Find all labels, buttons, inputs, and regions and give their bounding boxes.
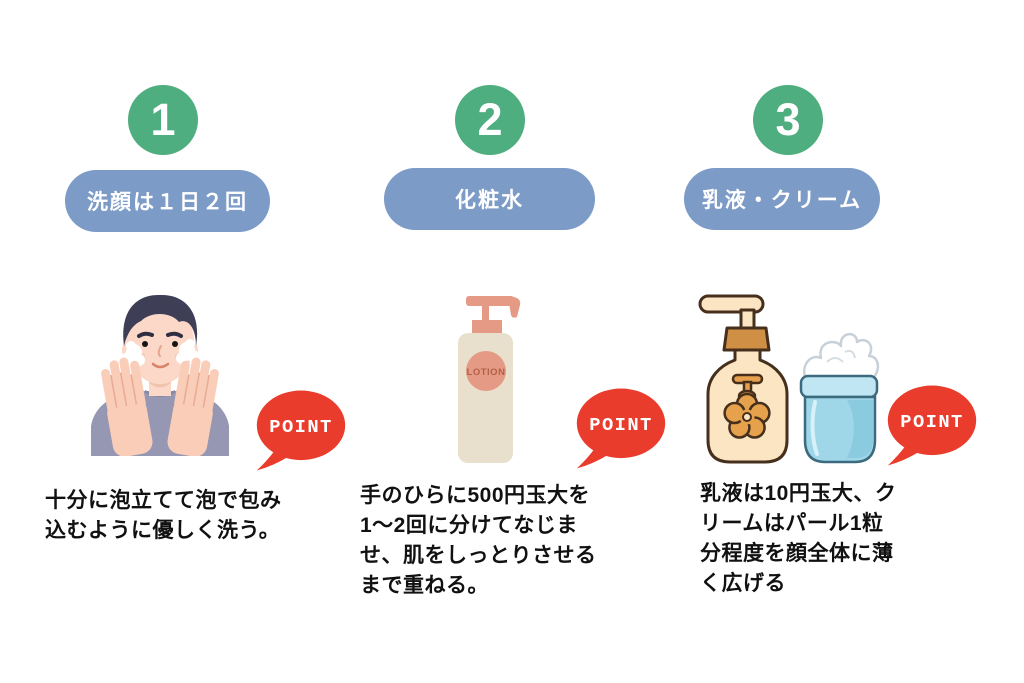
eye-left [142, 341, 148, 347]
mouth [151, 362, 170, 369]
step-1-description: 十分に泡立てて泡で包み 込むように優しく洗う。 [45, 489, 282, 542]
cream-swirl-lines [826, 349, 856, 363]
step-2-label-pill: 化粧水 [384, 168, 595, 230]
point-bubble-tail [256, 450, 289, 471]
point-bubble [256, 390, 346, 461]
point-bubble-tail [576, 448, 609, 469]
pump-handle [698, 294, 765, 314]
eyebrow-right [166, 331, 183, 338]
point-label: POINT [269, 416, 332, 438]
hair [123, 294, 198, 346]
step-3-label-pill: 乳液・クリーム [684, 168, 880, 230]
pump-bottle-and-cream-jar-illustration [698, 294, 880, 464]
pump-neck [739, 308, 756, 330]
step-1-number-badge: 1 [128, 85, 198, 155]
bottle-label-circle [466, 351, 506, 391]
point-bubble [887, 385, 977, 456]
pump-spout [508, 296, 521, 318]
point-label: POINT [900, 411, 963, 433]
whipped-cream [802, 333, 880, 380]
pump-stem [482, 304, 489, 321]
hand-left [101, 357, 153, 456]
step-3-number-badge: 3 [753, 85, 823, 155]
flower-logo [723, 373, 771, 439]
pump-collar [722, 326, 771, 352]
point-badge-3: POINT [887, 385, 977, 466]
jar-shading [847, 400, 873, 458]
foam-left-cheek [122, 341, 145, 366]
lotion-bottle-illustration: LOTION [458, 296, 521, 463]
step-1-label-pill: 洗顔は１日２回 [65, 170, 270, 232]
eyebrow-left [137, 331, 154, 338]
point-bubble [576, 388, 666, 459]
point-bubble-tail [887, 445, 920, 466]
cream-jar [799, 333, 880, 464]
jar-highlight [810, 400, 819, 456]
step-2-description: 手のひらに500円玉大を 1〜2回に分けてなじま せ、肌をしっとりさせる まで重… [360, 484, 597, 597]
hand-right [167, 357, 219, 456]
man-washing-face-illustration [91, 294, 229, 456]
pump-head [466, 296, 514, 306]
jar-rim [799, 374, 879, 399]
bottle-cap [472, 320, 502, 334]
eye-right [172, 341, 178, 347]
point-badge-1: POINT [256, 390, 346, 471]
step-2-number-badge: 2 [455, 85, 525, 155]
bottle-label-text: LOTION [467, 367, 506, 378]
point-badge-2: POINT [576, 388, 666, 469]
step-3-description: 乳液は10円玉大、ク リームはパール1粒 分程度を顔全体に薄 く広げる [700, 482, 897, 595]
nose [157, 345, 162, 357]
point-label: POINT [589, 414, 652, 436]
